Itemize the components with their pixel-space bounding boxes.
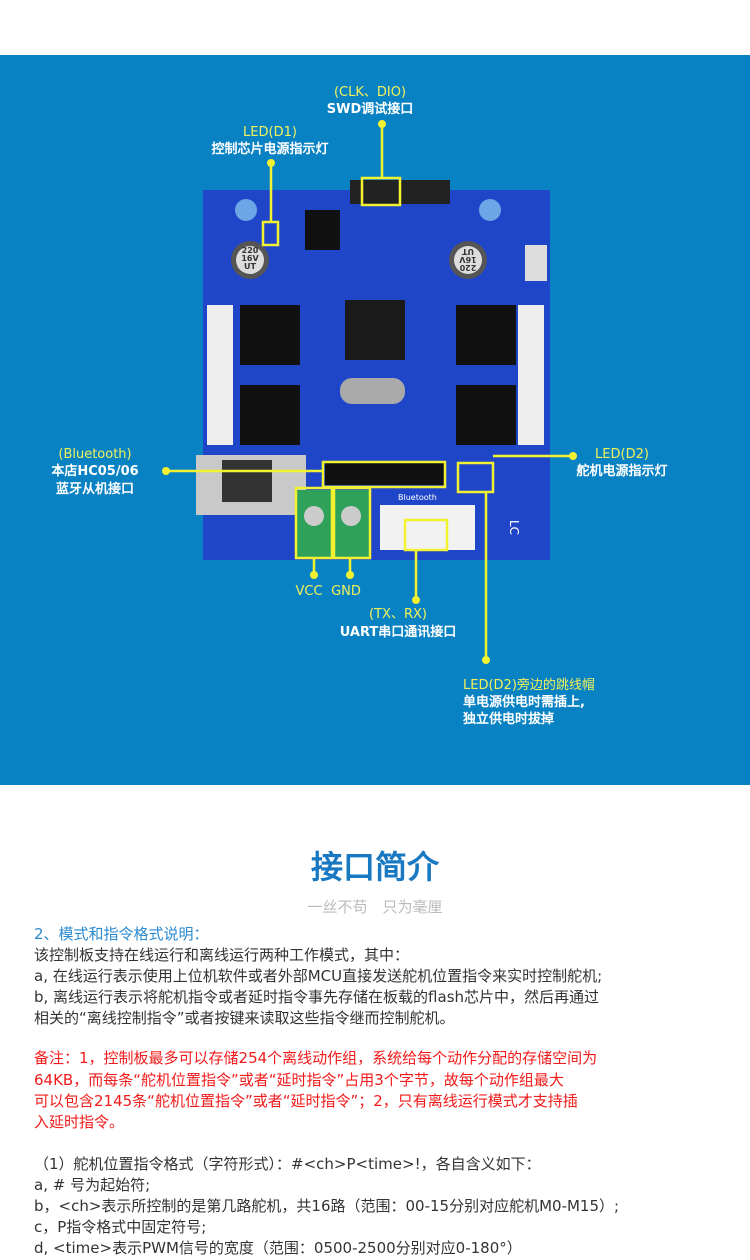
format-line: a, # 号为起始符; [34,1176,151,1194]
bluetooth-label: (Bluetooth) [58,447,132,462]
content-line: b, 离线运行表示将舵机指令或者延时指令事先存储在板载的flash芯片中，然后再… [34,988,600,1006]
content-line: a, 在线运行表示使用上位机软件或者外部MCU直接发送舵机位置指令来实时控制舵机… [34,967,603,985]
led-d1-label: LED(D1) [243,125,297,140]
swd-pins-label: (CLK、DIO) [333,85,407,100]
bluetooth-desc: 蓝牙从机接口 [55,482,135,497]
section-title: 接口简介 [310,848,439,886]
uart-pins-label: (TX、RX) [369,607,427,622]
uart-desc: UART串口通讯接口 [339,625,457,640]
led-d2-label: LED(D2) [595,447,649,462]
note-line: 入延时指令。 [34,1113,125,1131]
vcc-label: VCC [295,584,323,599]
note-line: 64KB，而每条“舵机位置指令”或者“延时指令”占用3个字节，故每个动作组最大 [34,1071,564,1089]
format-line: （1）舵机位置指令格式（字符形式）：#<ch>P<time>!，各自含义如下： [34,1155,541,1173]
format-line: d, <time>表示PWM信号的宽度（范围：0500-2500分别对应0-18… [34,1239,522,1257]
format-line: b，<ch>表示所控制的是第几路舵机，共16路（范围：00-15分别对应舵机M0… [34,1197,620,1215]
jumper-desc-1: 单电源供电时需插上, [463,695,585,710]
capacitor-label-right: 220 16V UT [459,247,477,272]
capacitor-label-left: 220 16V UT [241,246,259,271]
gnd-label: GND [331,584,361,599]
content-line: 相关的“离线控制指令”或者按键来读取这些指令继而控制舵机。 [34,1009,455,1027]
led-d1-desc: 控制芯片电源指示灯 [211,142,329,157]
content-heading: 2、模式和指令格式说明： [34,925,209,943]
jumper-label: LED(D2)旁边的跳线帽 [463,678,595,693]
pcb-board-image: LC [162,120,577,664]
led-d2-desc: 舵机电源指示灯 [576,464,668,479]
bluetooth-model: 本店HC05/06 [51,464,139,479]
board-logo: LC [507,520,521,535]
content-line: 该控制板支持在线运行和离线运行两种工作模式，其中： [34,946,410,964]
section-subtitle: 一丝不苟 只为毫厘 [307,898,443,916]
product-image: LC [0,55,750,785]
swd-label: SWD调试接口 [326,102,414,117]
note-line: 备注：1，控制板最多可以存储254个离线动作组，系统给每个动作分配的存储空间为 [34,1049,598,1067]
bluetooth-silkscreen: Bluetooth [398,493,437,502]
jumper-desc-2: 独立供电时拔掉 [463,712,555,727]
note-line: 可以包含2145条“舵机位置指令”或者“延时指令”；2，只有离线运行模式才支持插 [34,1092,578,1110]
format-line: c，P指令格式中固定符号; [34,1218,207,1236]
